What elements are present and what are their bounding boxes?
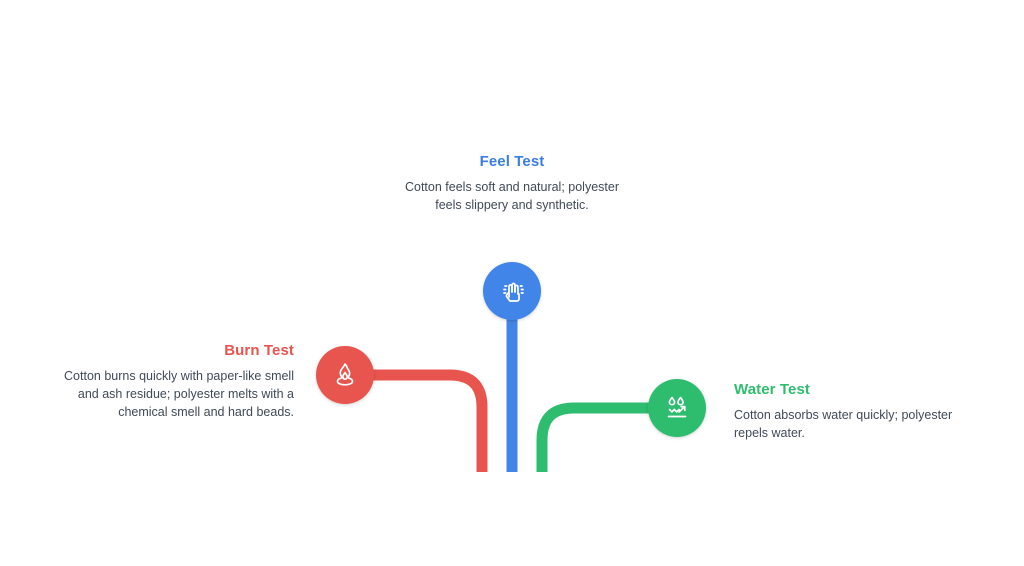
hand-touch-icon <box>496 275 528 307</box>
flame-icon <box>329 359 361 391</box>
burn-test-icon-badge[interactable] <box>316 346 374 404</box>
feel-test-icon-badge[interactable] <box>483 262 541 320</box>
feel-test-block: Feel Test Cotton feels soft and natural;… <box>392 153 632 215</box>
water-test-description: Cotton absorbs water quickly; polyester … <box>734 408 953 440</box>
water-test-title: Water Test <box>734 381 811 398</box>
burn-test-title: Burn Test <box>224 342 294 359</box>
pipe-burn <box>372 369 488 472</box>
water-test-block: Water Test Cotton absorbs water quickly;… <box>734 381 984 443</box>
feel-test-title: Feel Test <box>479 153 545 170</box>
pipe-water <box>536 402 650 472</box>
water-repellent-icon <box>661 392 693 424</box>
water-test-icon-badge[interactable] <box>648 379 706 437</box>
feel-test-description: Cotton feels soft and natural; polyester… <box>404 180 619 212</box>
burn-test-description: Cotton burns quickly with paper-like sme… <box>64 369 294 419</box>
burn-test-block: Burn Test Cotton burns quickly with pape… <box>42 342 294 422</box>
